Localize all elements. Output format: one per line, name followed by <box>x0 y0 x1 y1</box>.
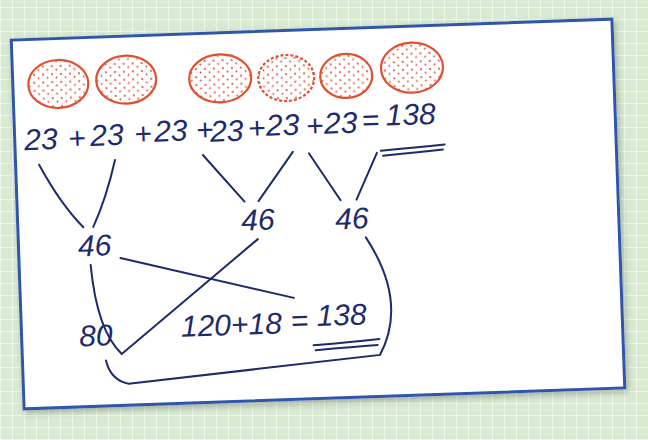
handwritten-number: 23 <box>24 124 58 155</box>
math-symbol: + <box>247 113 266 144</box>
handwritten-number: 23 <box>323 108 357 139</box>
math-symbol: + <box>305 111 324 142</box>
grouping-lines <box>39 145 453 387</box>
math-symbol: = <box>361 105 380 136</box>
handwritten-number: 23 <box>90 120 124 151</box>
handwritten-number: 80 <box>79 320 113 351</box>
handwritten-number: 46 <box>335 203 369 234</box>
handwritten-number: 46 <box>77 230 111 261</box>
handwritten-number: 23 <box>265 110 299 141</box>
handwritten-drawing <box>13 20 630 413</box>
handwritten-number: 23 <box>154 116 188 147</box>
handwritten-number: 46 <box>241 205 275 236</box>
cookie-ovals <box>27 42 444 110</box>
white-card: 23+23+23+23+23+23=13846464680120+18=138 <box>10 18 627 411</box>
math-symbol: + <box>68 123 87 154</box>
math-symbol: + <box>134 119 153 150</box>
handwritten-number: 23 <box>210 116 244 147</box>
handwritten-number: 138 <box>316 299 367 331</box>
handwritten-number: 120+18 <box>180 308 282 342</box>
math-symbol: = <box>290 305 309 336</box>
handwritten-number: 138 <box>385 99 436 131</box>
